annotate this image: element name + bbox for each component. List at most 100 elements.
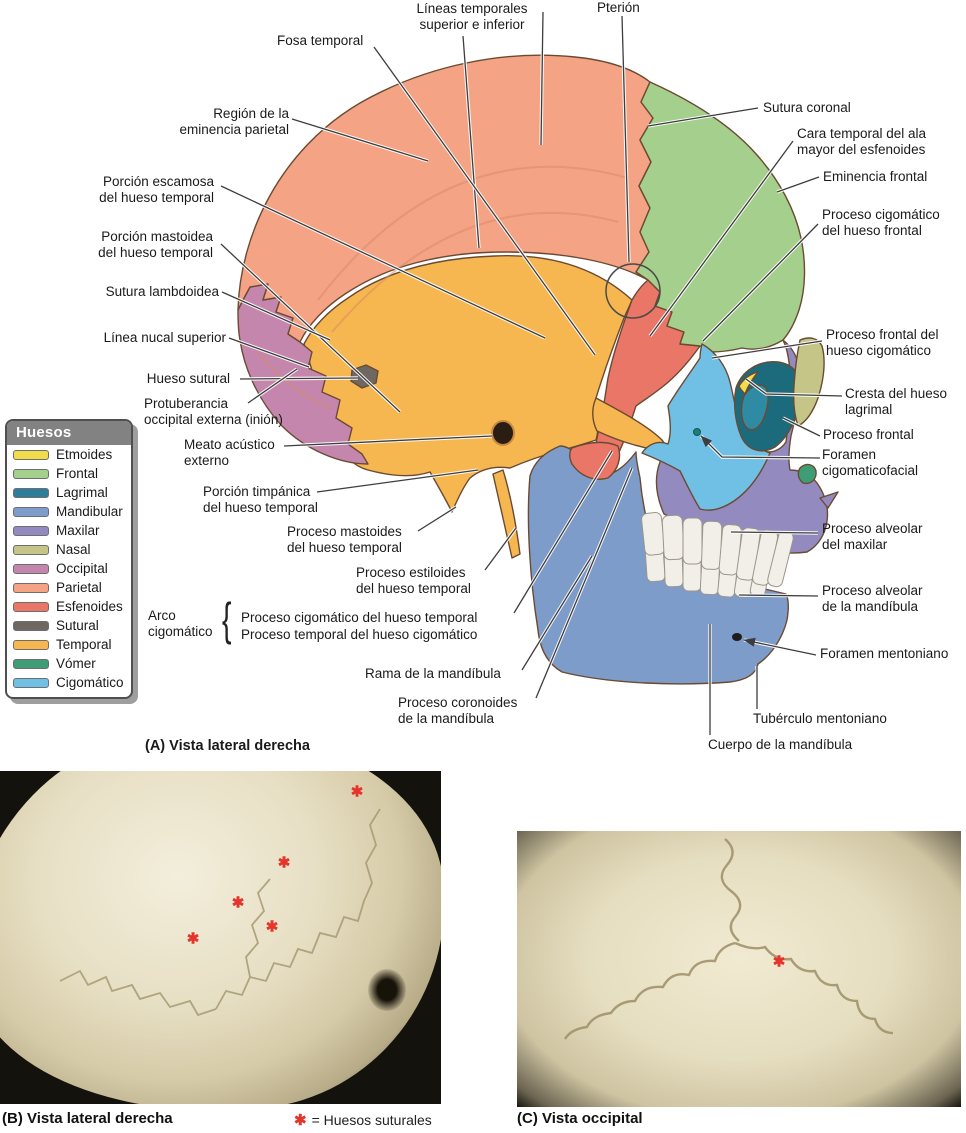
- legend-item-sutural: Sutural: [7, 616, 131, 635]
- leader-line-22: [239, 377, 359, 380]
- label-pterion: Pterión: [597, 0, 640, 15]
- suture-lines-overlay-c: [563, 838, 894, 1040]
- skull-diagram: [219, 11, 843, 735]
- legend-label-maxilar: Maxilar: [56, 523, 100, 538]
- legend-label-cigomatico: Cigomático: [56, 675, 124, 690]
- bone-frontal: [635, 81, 806, 353]
- label-tuberculo-mentoniano: Tubérculo mentoniano: [753, 711, 887, 726]
- legend-swatch-lagrimal: [13, 487, 49, 498]
- legend-item-etmoides: Etmoides: [7, 445, 131, 464]
- legend-label-frontal: Frontal: [56, 466, 99, 481]
- leader-line-18: [220, 185, 546, 339]
- suture-lines-overlay-b: [59, 808, 381, 1017]
- temporal-line-superior: [317, 165, 629, 301]
- leader-line-14: [743, 637, 817, 656]
- bone-temporal-styloid: [492, 469, 521, 559]
- leader-line-2: [373, 46, 596, 356]
- label-cuerpo-mandibula: Cuerpo de la mandíbula: [708, 737, 853, 752]
- legend-swatch-cigomatico: [13, 677, 49, 688]
- leader-line-4: [647, 107, 759, 127]
- label-arco-brace: {: [222, 593, 232, 645]
- leader-line-7: [702, 223, 819, 342]
- legend-label-temporal: Temporal: [56, 637, 112, 652]
- bone-maxilar-nasal-spine: [819, 491, 839, 509]
- legend-swatch-parietal: [13, 582, 49, 593]
- legend-item-temporal: Temporal: [7, 635, 131, 654]
- photo-lateral-skull: ✱✱✱✱✱: [0, 771, 441, 1104]
- legend-item-mandibular: Mandibular: [7, 502, 131, 521]
- mental-foramen: [732, 633, 742, 641]
- legend-swatch-esfenoides: [13, 601, 49, 612]
- leader-line-17: [291, 118, 429, 162]
- leader-line-3: [621, 15, 630, 263]
- label-proceso-frontal: Proceso frontal: [823, 427, 914, 442]
- legend-item-frontal: Frontal: [7, 464, 131, 483]
- superior-nuchal-line: [257, 351, 333, 409]
- leader-line-26: [417, 506, 457, 532]
- leader-lines: [219, 11, 843, 735]
- label-rama-mandibula: Rama de la mandíbula: [365, 666, 501, 681]
- label-foramen-mentoniano: Foramen mentoniano: [820, 646, 949, 661]
- photo-occipital-skull: ✱: [517, 831, 961, 1107]
- legend-item-occipital: Occipital: [7, 559, 131, 578]
- bone-lagrimal-in-orbit: [740, 384, 769, 431]
- asterisk-key-label: = Huesos suturales: [311, 1112, 432, 1128]
- leader-line-0: [462, 35, 480, 249]
- sutural-asterisk-b-1: ✱: [350, 783, 364, 801]
- legend-swatch-temporal: [13, 639, 49, 650]
- external-acoustic-meatus: [491, 420, 515, 446]
- legend-swatch-sutural: [13, 620, 49, 631]
- legend-label-occipital: Occipital: [56, 561, 108, 576]
- leader-line-10: [782, 417, 821, 437]
- leader-line-5: [649, 140, 794, 337]
- sutural-asterisk-b-5: ✱: [186, 930, 200, 948]
- legend-label-lagrimal: Lagrimal: [56, 485, 108, 500]
- legend-item-lagrimal: Lagrimal: [7, 483, 131, 502]
- legend-item-nasal: Nasal: [7, 540, 131, 559]
- orbit-shadow: [368, 969, 406, 1011]
- label-arco-item-2: Proceso temporal del hueso cigomático: [241, 627, 478, 642]
- leader-line-25: [316, 469, 479, 493]
- bone-vomer: [797, 463, 817, 485]
- leader-line-8: [711, 340, 823, 359]
- leader-line-27: [484, 527, 517, 571]
- zygomaticofacial-foramen: [693, 428, 701, 436]
- leader-line-11: [700, 435, 821, 459]
- leader-line-19: [220, 243, 401, 413]
- legend-swatch-maxilar: [13, 525, 49, 536]
- legend-label-mandibular: Mandibular: [56, 504, 123, 519]
- sutural-bones-key: ✱ = Huesos suturales: [294, 1111, 432, 1129]
- leader-line-30: [535, 467, 633, 699]
- legend-label-sutural: Sutural: [56, 618, 99, 633]
- label-linea-nucal-superior: Línea nucal superior: [103, 330, 226, 345]
- bone-nasal: [792, 337, 825, 427]
- legend-title: Huesos: [7, 421, 131, 445]
- leader-line-20: [221, 291, 331, 341]
- leader-line-9: [745, 378, 843, 397]
- leader-line-28: [513, 450, 613, 614]
- caption-panel-c: (C) Vista occipital: [517, 1110, 643, 1127]
- caption-panel-b: (B) Vista lateral derecha: [2, 1110, 173, 1127]
- legend-label-esfenoides: Esfenoides: [56, 599, 123, 614]
- leader-line-29: [521, 555, 593, 671]
- leader-line-23: [247, 368, 298, 404]
- legend-label-etmoides: Etmoides: [56, 447, 113, 462]
- legend-swatch-vomer: [13, 658, 49, 669]
- legend-swatch-nasal: [13, 544, 49, 555]
